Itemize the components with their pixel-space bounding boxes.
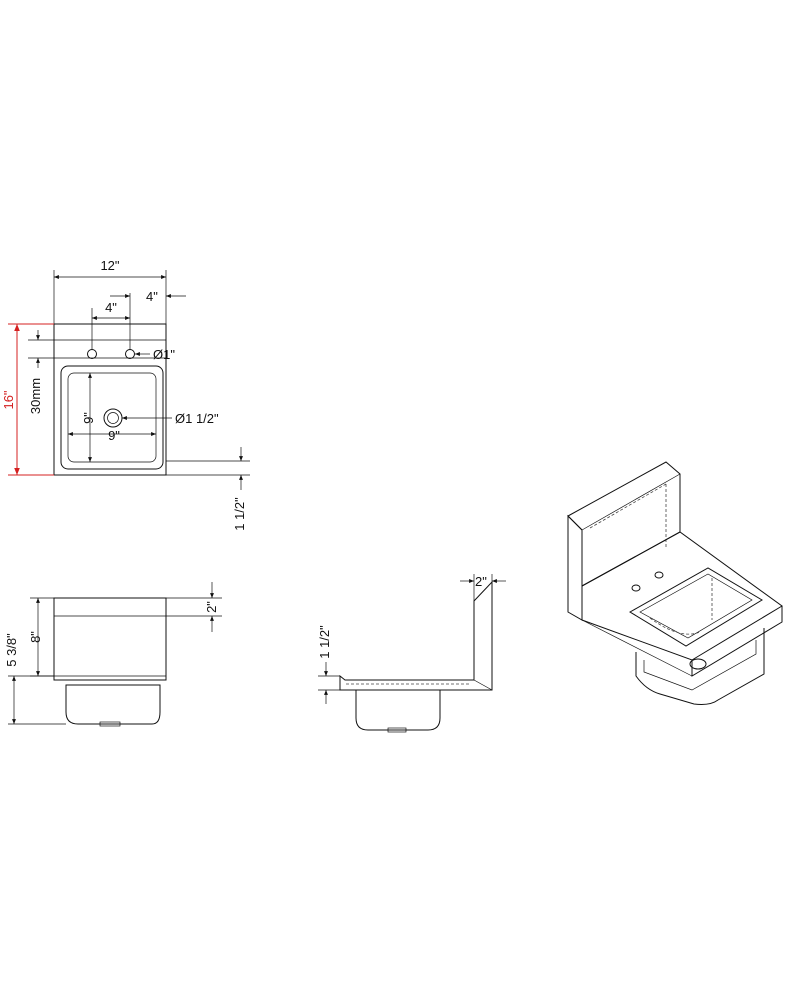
dim-faucet-hole: Ø1" — [135, 347, 175, 362]
dim-backsplash-height: 8" — [28, 597, 54, 677]
dim-offset-right: 4" — [110, 289, 186, 350]
dim-faucet-spacing: 4" — [91, 300, 130, 350]
drain-front — [99, 721, 121, 727]
dim-apron: 2" — [166, 582, 222, 632]
label-bowl-height: 5 3/8" — [4, 633, 19, 667]
dim-side-top: 2" — [460, 574, 506, 601]
dim-drain: Ø1 1/2" — [122, 411, 219, 426]
drain-side — [387, 727, 407, 733]
label-side-top: 2" — [475, 574, 487, 589]
side-profile — [339, 580, 493, 691]
label-drain: Ø1 1/2" — [175, 411, 219, 426]
label-offset-right: 4" — [146, 289, 158, 304]
bowl-side — [355, 690, 441, 731]
iso-deck — [581, 531, 783, 661]
drain-outer — [103, 408, 123, 428]
isometric-view — [567, 461, 783, 705]
dim-overall-width: 12" — [53, 258, 167, 324]
iso-faucet-hole-left — [631, 584, 641, 592]
label-bowl-depth: 9" — [81, 412, 96, 424]
dim-bowl-width: 9" — [68, 428, 156, 443]
iso-backsplash-front — [567, 461, 681, 587]
iso-deck-front-edge — [691, 606, 783, 677]
iso-bowl-inner — [639, 573, 753, 639]
label-rim-height-top: 1 1/2" — [232, 497, 247, 531]
iso-bowl-underside — [635, 628, 765, 705]
label-backsplash-height: 8" — [28, 631, 43, 643]
dim-overall-depth: 16" — [1, 323, 54, 476]
label-overall-depth: 16" — [1, 390, 16, 409]
iso-drain — [689, 658, 707, 670]
dim-backsplash-offset: 30mm — [28, 330, 54, 414]
bowl-front — [65, 684, 161, 725]
faucet-hole-right — [125, 349, 135, 359]
label-backsplash-offset: 30mm — [28, 378, 43, 414]
faucet-hole-left — [87, 349, 97, 359]
iso-side-wall — [567, 514, 583, 621]
bowl-outer — [60, 365, 164, 470]
label-bowl-width: 9" — [108, 428, 120, 443]
dim-bowl-height: 5 3/8" — [4, 633, 66, 725]
iso-bowl-rim — [629, 567, 763, 647]
dim-rim-height-side: 1 1/2" — [317, 625, 340, 704]
deck-outline — [53, 323, 167, 476]
front-view — [53, 597, 167, 727]
label-overall-width: 12" — [100, 258, 119, 273]
label-faucet-hole: Ø1" — [153, 347, 175, 362]
label-rim-height-side: 1 1/2" — [317, 625, 332, 659]
dim-bowl-depth: 9" — [81, 373, 96, 462]
label-faucet-spacing: 4" — [105, 300, 117, 315]
backsplash-front — [53, 597, 167, 681]
label-apron: 2" — [204, 601, 219, 613]
bowl-inner — [67, 372, 157, 463]
dim-rim-height-top: 1 1/2" — [166, 447, 250, 531]
iso-faucet-hole-right — [654, 571, 664, 579]
top-view — [53, 323, 167, 476]
drain-inner — [107, 412, 119, 424]
side-view — [339, 580, 493, 733]
